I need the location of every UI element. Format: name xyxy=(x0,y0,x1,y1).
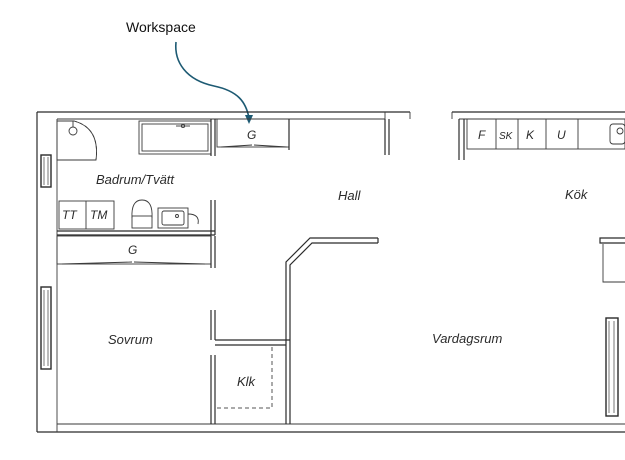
wardrobe-sovrum xyxy=(56,235,216,268)
room-label-sovrum: Sovrum xyxy=(108,332,153,347)
workspace-arrow xyxy=(175,41,250,119)
partition-walls xyxy=(210,119,625,424)
workspace-arrow-head xyxy=(245,115,253,124)
right-windows xyxy=(605,317,619,417)
fixture-label-wardrobe-top: G xyxy=(247,128,256,142)
bathroom-fixtures xyxy=(56,119,216,236)
fixture-label-tm: TM xyxy=(90,208,107,222)
left-windows xyxy=(40,154,52,370)
room-label-hall: Hall xyxy=(338,188,362,203)
room-label-vardagsrum: Vardagsrum xyxy=(432,331,502,346)
fixture-label-k: K xyxy=(526,128,535,142)
workspace-annotation-label: Workspace xyxy=(126,19,196,35)
fixture-label-tt: TT xyxy=(62,208,78,222)
fixture-label-u: U xyxy=(557,128,566,142)
room-label-badrum: Badrum/Tvätt xyxy=(96,172,175,187)
kitchen-counter xyxy=(466,118,625,150)
room-label-kok: Kök xyxy=(565,187,589,202)
wardrobe-top xyxy=(216,118,290,150)
outer-walls xyxy=(36,111,625,433)
fixture-label-f: F xyxy=(478,128,486,142)
fixture-label-wardrobe-sovrum: G xyxy=(128,243,137,257)
room-label-klk: Klk xyxy=(237,374,257,389)
fixture-label-sk: SK xyxy=(499,131,514,142)
